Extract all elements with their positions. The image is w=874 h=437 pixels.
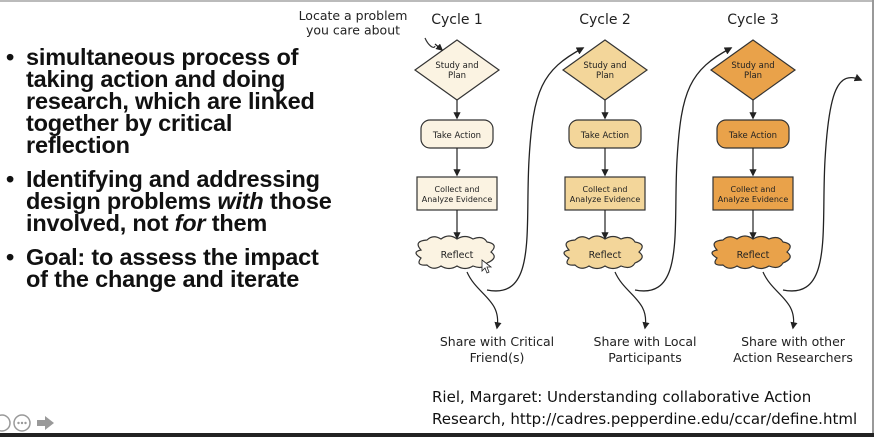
citation-line-1: Riel, Margaret: Understanding collaborat… <box>432 388 812 406</box>
more-options-icon[interactable] <box>13 414 31 432</box>
bullet-item-2: Identifying and addressing design proble… <box>6 166 336 236</box>
cycle-title-2: Cycle 2 <box>579 12 631 28</box>
window-top-border <box>0 0 874 2</box>
bullet-item-3: Goal: to assess the impact of the change… <box>6 244 336 292</box>
take-action-label-3: Take Action <box>728 131 777 141</box>
citation-line-2: Research, http://cadres.pepperdine.edu/c… <box>432 410 858 428</box>
collect-evidence-box-2 <box>564 176 646 211</box>
bullet-text: with <box>217 188 264 214</box>
arrow-reflect-to-share-2 <box>614 271 650 330</box>
bullet-text: them <box>205 210 268 236</box>
mouse-cursor-icon <box>481 259 493 274</box>
arrow-reflect-to-share-3 <box>762 271 798 330</box>
bullet-item-1: simultaneous process of taking action an… <box>6 44 336 158</box>
bullet-text: Goal: to assess the impact of the change… <box>26 244 319 292</box>
window-right-border <box>872 0 874 437</box>
collect-evidence-box-3 <box>712 176 794 211</box>
arrow-next-cycle-1 <box>486 47 585 292</box>
bullet-list: simultaneous process of taking action an… <box>6 44 336 302</box>
cycle-title-1: Cycle 1 <box>431 12 483 28</box>
start-connector <box>424 37 436 48</box>
take-action-label-1: Take Action <box>432 131 481 141</box>
collect-evidence-box-1 <box>416 176 498 211</box>
reflect-cloud-2 <box>563 235 643 270</box>
arrow-next-cycle-2 <box>634 47 733 292</box>
slide-controls <box>0 414 54 432</box>
bullet-text: simultaneous process of taking action an… <box>26 44 315 158</box>
cycle-title-3: Cycle 3 <box>727 12 779 28</box>
reflect-label-3: Reflect <box>737 250 770 261</box>
reflect-label-1: Reflect <box>441 250 474 261</box>
bullet-text: those involved, not <box>26 188 332 236</box>
previous-slide-icon[interactable] <box>0 414 11 432</box>
reflect-label-2: Reflect <box>589 250 622 261</box>
take-action-label-2: Take Action <box>580 131 629 141</box>
reflect-cloud-3 <box>711 235 791 270</box>
reflect-cloud-1 <box>415 235 495 270</box>
window-bottom-border <box>0 433 874 437</box>
bullet-text: for <box>174 210 206 236</box>
bullet-text: Identifying and addressing design proble… <box>26 166 320 214</box>
arrow-reflect-to-share-1 <box>466 271 502 330</box>
arrow-next-cycle-3 <box>782 73 863 292</box>
next-slide-icon[interactable] <box>37 416 54 430</box>
arrow-start-to-cycle1 <box>434 43 444 51</box>
